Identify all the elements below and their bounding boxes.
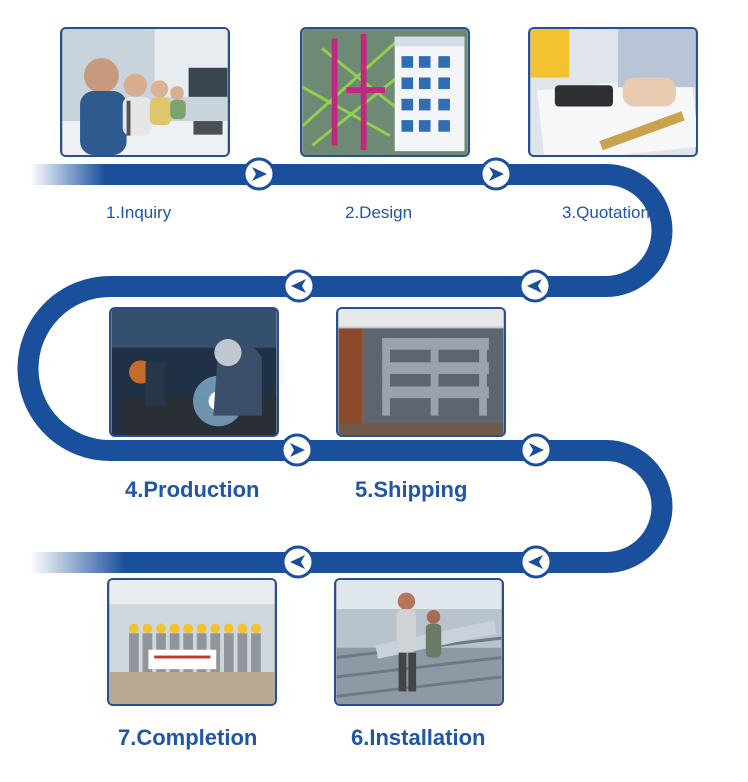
step-label-installation: 6.Installation <box>351 725 486 750</box>
chevron-left-icon <box>282 269 316 303</box>
photo-completion-team <box>107 578 277 706</box>
step-label-production: 4.Production <box>125 477 260 502</box>
path-segment-bottom-fade <box>30 552 302 573</box>
step-label-quotation: 3.Quotation <box>562 203 650 222</box>
photo-quotation-desk <box>528 27 698 157</box>
step-label-design: 2.Design <box>345 203 413 222</box>
chevron-left-icon <box>518 269 552 303</box>
step-label-shipping: 5.Shipping <box>355 477 468 502</box>
photo-inquiry-call-center <box>60 27 230 157</box>
step-label-completion: 7.Completion <box>118 725 258 750</box>
path-serpentine <box>17 164 673 573</box>
chevron-right-icon <box>280 433 314 467</box>
photo-installation-roof <box>334 578 504 706</box>
chevron-right-icon <box>519 433 553 467</box>
photo-production-welding <box>109 307 279 437</box>
path-segment-top-fade <box>30 164 264 185</box>
photo-shipping-container <box>336 307 506 437</box>
chevron-left-icon <box>281 545 315 579</box>
chevron-right-icon <box>479 157 513 191</box>
step-label-inquiry: 1.Inquiry <box>106 203 172 222</box>
photo-design-3d-model <box>300 27 470 157</box>
chevron-left-icon <box>519 545 553 579</box>
chevron-right-icon <box>242 157 276 191</box>
